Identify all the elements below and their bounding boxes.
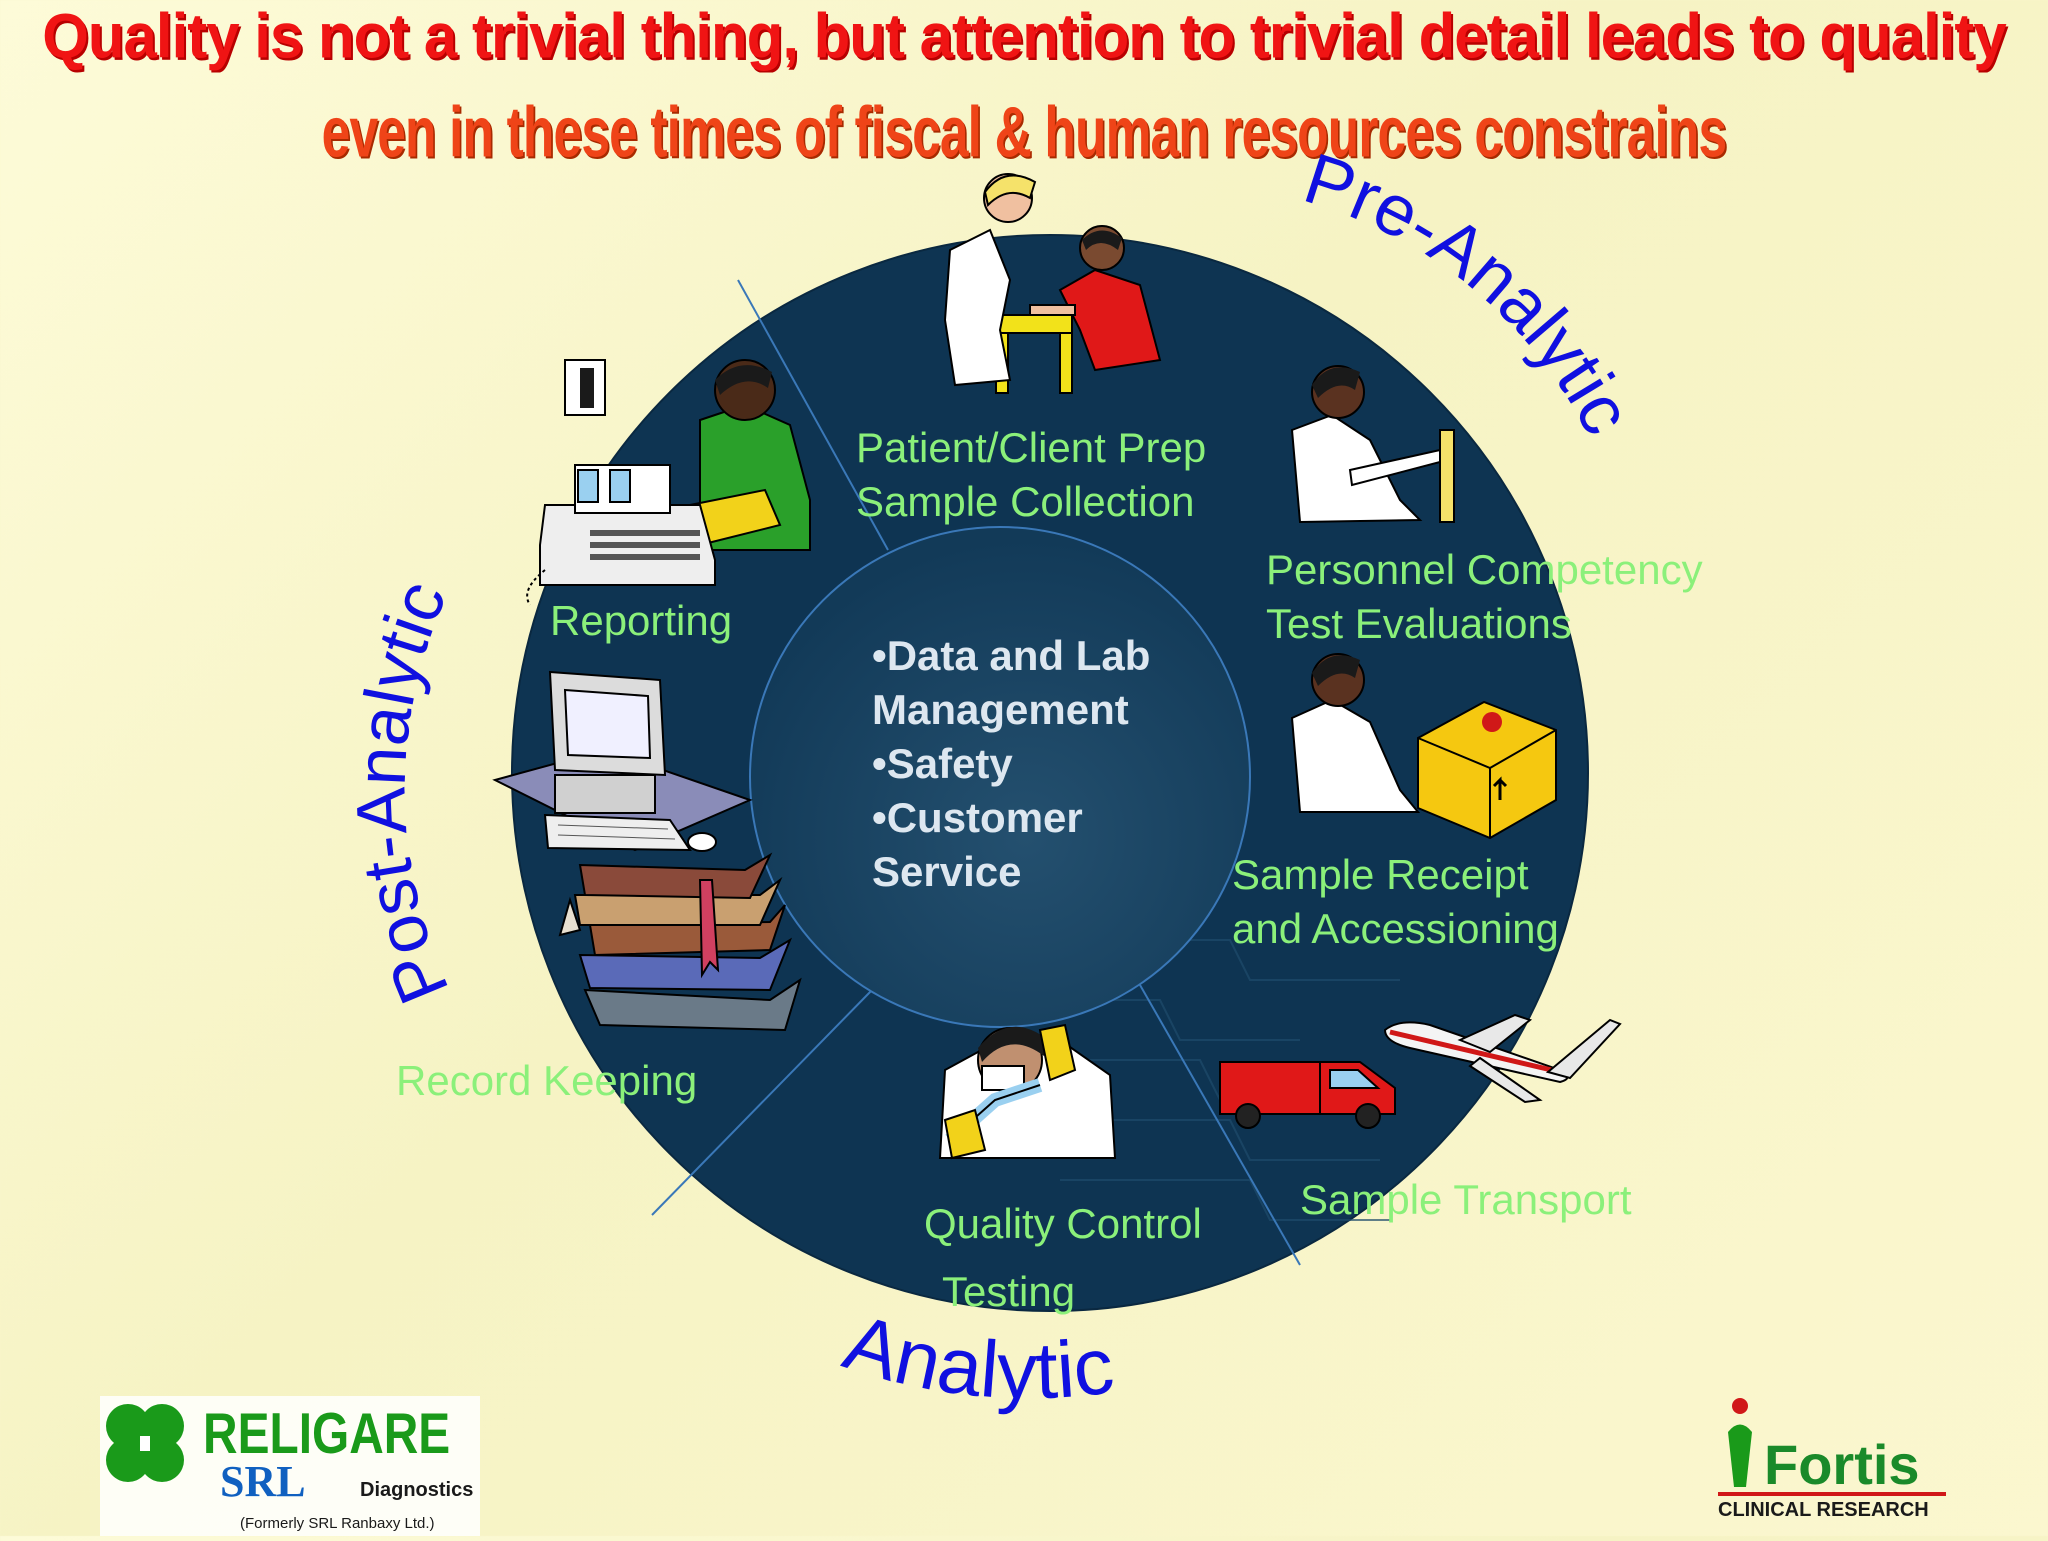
- fax-and-telephone-icon: [526, 359, 811, 606]
- svg-text:SRL: SRL: [220, 1457, 306, 1506]
- slide-subtitle: even in these times of fiscal & human re…: [321, 93, 1728, 173]
- divider-line: [737, 279, 889, 551]
- svg-text:(Formerly SRL Ranbaxy Ltd.): (Formerly SRL Ranbaxy Ltd.): [240, 1515, 435, 1532]
- label-personnel-competency: Personnel Competency Test Evaluations: [1266, 546, 1703, 647]
- fortis-clinical-research-logo: Fortis CLINICAL RESEARCH: [1712, 1392, 1952, 1522]
- divider-line: [1139, 984, 1301, 1266]
- label-sample-receipt: Sample Receipt and Accessioning: [1232, 851, 1559, 952]
- center-item: •Data and Lab: [872, 632, 1151, 679]
- nurse-drawing-blood-icon: [943, 173, 1162, 394]
- van-and-airplane-icon: [1219, 1013, 1622, 1129]
- label-record-keeping: Record Keeping: [396, 1057, 698, 1104]
- center-item: Service: [872, 848, 1022, 895]
- clover-icon: [106, 1404, 184, 1482]
- label-sample-transport: Sample Transport: [1300, 1176, 1632, 1223]
- center-item: •Safety: [872, 740, 1013, 787]
- label-patient-prep: Patient/Client Prep Sample Collection: [856, 424, 1207, 525]
- inner-circle: [749, 526, 1251, 1028]
- label-quality-control: Quality Control Testing: [924, 1200, 1202, 1315]
- center-item: Management: [872, 686, 1129, 733]
- divider-line: [651, 989, 873, 1216]
- technician-with-package-icon: [1290, 653, 1557, 840]
- svg-text:CLINICAL RESEARCH: CLINICAL RESEARCH: [1718, 1499, 1929, 1521]
- phase-label-post-analytic: Post-Analytic: [341, 570, 463, 1014]
- computer-workstation-icon: [492, 670, 753, 852]
- slide-title: Quality is not a trivial thing, but atte…: [42, 1, 2007, 72]
- center-text-block: •Data and Lab Management •Safety •Custom…: [872, 629, 1150, 899]
- scientist-with-test-tube-icon: [938, 1023, 1117, 1160]
- label-reporting: Reporting: [550, 597, 733, 644]
- svg-text:RELIGARE: RELIGARE: [203, 1402, 450, 1466]
- center-item: •Customer: [872, 794, 1083, 841]
- svg-text:Diagnostics: Diagnostics: [360, 1479, 473, 1501]
- svg-text:Fortis: Fortis: [1764, 1433, 1920, 1496]
- stack-of-books-icon: [558, 852, 802, 1032]
- religare-srl-logo: RELIGARE SRL Diagnostics (Formerly SRL R…: [100, 1396, 480, 1536]
- fortis-emblem-icon: [1728, 1398, 1752, 1487]
- lab-technician-icon: [1290, 365, 1455, 524]
